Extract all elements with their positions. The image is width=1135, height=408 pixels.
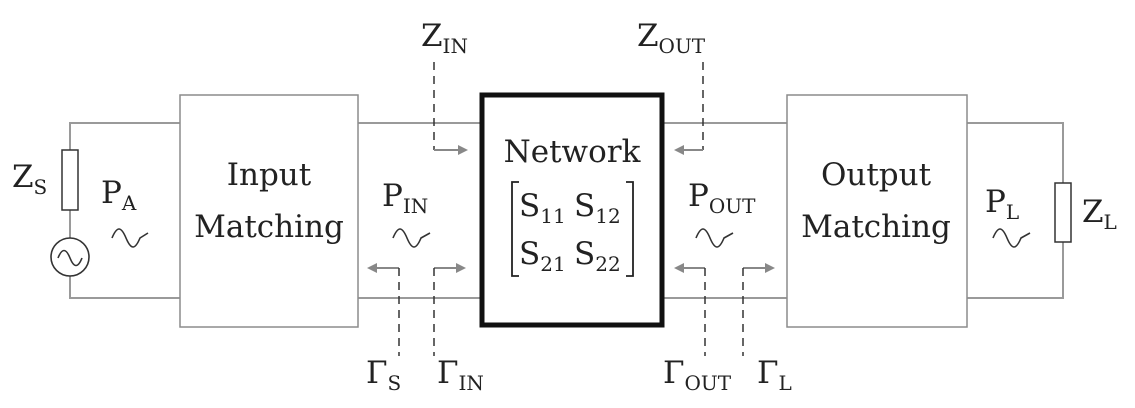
network-block — [479, 92, 665, 328]
input-matching-label-line2: Matching — [194, 209, 344, 245]
network-label: Network — [504, 134, 641, 170]
gs-label: ΓS — [366, 355, 401, 395]
source-resistor — [61, 149, 79, 211]
pl-wave-icon — [992, 228, 1031, 248]
output-matching-label-line2: Matching — [801, 209, 951, 245]
s11-term: S11 — [519, 188, 566, 228]
pa-wave-icon — [111, 228, 149, 248]
s22-term: S22 — [574, 236, 621, 276]
bottom-wire-left — [69, 265, 180, 299]
pl-label: PL — [985, 184, 1019, 224]
pin-label: PIN — [382, 178, 428, 218]
gl-arrow-head — [765, 263, 775, 273]
top-wire-left — [69, 122, 180, 150]
pout-label: POUT — [688, 178, 756, 218]
s12-term: S12 — [574, 188, 621, 228]
top-wire-right — [967, 122, 1064, 183]
zl-label: ZL — [1082, 194, 1117, 234]
input-matching-label-line1: Input — [227, 157, 312, 193]
load-resistor — [1054, 182, 1072, 243]
zout-arrow-head — [674, 145, 684, 155]
zin-label: ZIN — [421, 18, 468, 58]
gs-arrow-head — [367, 263, 377, 273]
output-matching-block — [786, 94, 968, 328]
pout-wave-icon — [695, 228, 734, 248]
output-matching-label-line1: Output — [821, 157, 932, 193]
gout-arrow-head — [674, 263, 684, 273]
bottom-wire-right — [967, 242, 1064, 299]
zs-label: ZS — [12, 159, 47, 199]
matrix-right-bracket — [626, 181, 634, 277]
s21-term: S21 — [519, 236, 566, 276]
power-wave-arrows — [111, 228, 1031, 248]
zin-arrow-head — [458, 145, 468, 155]
gl-label: ΓL — [757, 355, 792, 395]
zout-label: ZOUT — [637, 18, 706, 58]
gin-arrow-head — [456, 263, 466, 273]
pa-label: PA — [101, 175, 137, 215]
gout-label: ΓOUT — [663, 355, 732, 395]
input-matching-block — [179, 94, 359, 328]
matrix-left-bracket — [511, 181, 519, 277]
gin-label: ΓIN — [437, 355, 484, 395]
ac-source-wave-icon — [57, 249, 83, 267]
pin-wave-icon — [392, 228, 431, 248]
s-parameter-matrix: S11 S12 S21 S22 — [511, 181, 634, 277]
